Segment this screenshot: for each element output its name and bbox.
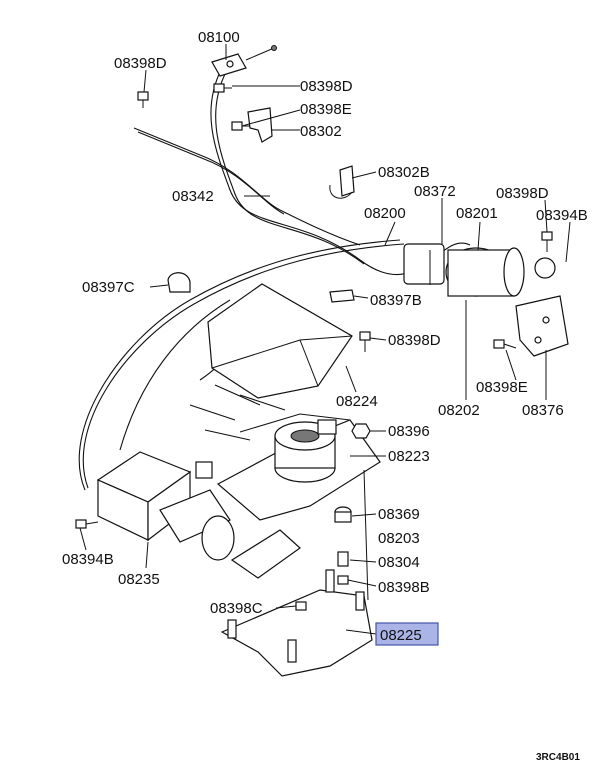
part-label: 08398D [300,78,353,95]
part-label: 08394B [536,207,588,224]
bolt-08398d-d [359,331,371,352]
pump-08223 [274,419,337,483]
part-label: 08304 [378,554,420,571]
part-label: 08397C [82,279,135,296]
part-label: 08398D [496,185,549,202]
bolt-08398c [295,601,307,611]
part-label: 08398C [210,600,263,617]
base-bracket-08225 [220,569,373,677]
bolt-08398d-a [137,91,149,108]
part-label: 08376 [522,402,564,419]
part-label: 08223 [388,448,430,465]
part-label: 08394B [62,551,114,568]
leader-lines [79,44,571,635]
bolt-08394b [75,519,99,529]
part-label: 08369 [378,506,420,523]
highlight-box [375,622,439,646]
part-label: 08398E [300,101,352,118]
bolt-08398d-c [541,231,553,252]
grommet-08369 [334,506,352,523]
part-label: 08398D [388,332,441,349]
part-label: 08100 [198,29,240,46]
cover-08224 [207,283,353,399]
bolt-08398e [231,121,250,131]
cable-bundle [78,67,471,491]
clamp-08397c [167,272,191,293]
nut-08396 [351,423,371,439]
part-label: 08302 [300,123,342,140]
part-label: 08397B [370,292,422,309]
part-label: 08302B [378,164,430,181]
bolt-08398b [337,575,349,585]
clamp-08397b [329,289,355,303]
part-label: 08372 [414,183,456,200]
highlighted-part-label[interactable]: 08225 [380,627,422,644]
collar-08304 [337,551,349,567]
drawing-code: 3RC4B01 [536,752,580,763]
part-label: 08202 [438,402,480,419]
motor-08235 [96,451,235,561]
part-label: 08398B [378,579,430,596]
clip-08302b [329,165,355,199]
bolt-08398e-b [493,339,517,349]
part-label: 08203 [378,530,420,547]
part-label: 08235 [118,571,160,588]
part-label: 08398D [114,55,167,72]
part-label: 08200 [364,205,406,222]
bolt-08398d-b [213,83,232,93]
part-labels: 08100 08398D 08398D 08398E 08302 08302B … [62,29,588,644]
clip-08302 [247,107,273,143]
part-label: 08396 [388,423,430,440]
bracket-08376 [515,295,569,357]
part-label: 08201 [456,205,498,222]
part-label: 08342 [172,188,214,205]
actuator-08201 [403,243,556,297]
part-label: 08224 [336,393,378,410]
cable-bracket-08100 [211,45,277,77]
part-label: 08398E [476,379,528,396]
